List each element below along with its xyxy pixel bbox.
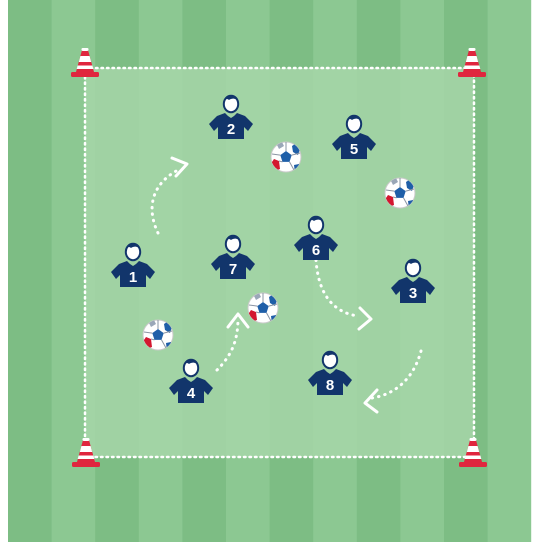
player-number: 5 <box>350 141 358 158</box>
player-number: 6 <box>312 242 320 259</box>
player-number: 7 <box>229 261 237 278</box>
player-number: 1 <box>129 269 137 286</box>
player-number: 2 <box>227 121 235 138</box>
player-number: 4 <box>187 385 196 402</box>
player-number: 8 <box>326 377 334 394</box>
player-number: 3 <box>409 285 417 302</box>
grass-stripe <box>488 0 532 542</box>
